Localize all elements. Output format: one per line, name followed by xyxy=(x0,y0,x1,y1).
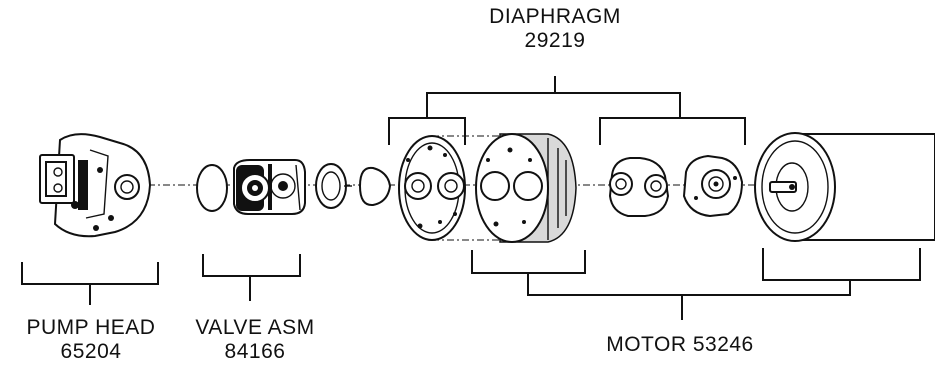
motor-label: MOTOR 53246 xyxy=(570,333,790,357)
valve-assembly-part xyxy=(233,159,306,215)
valve-asm-bracket xyxy=(202,254,301,301)
pump-head-label: PUMP HEAD 65204 xyxy=(0,316,182,364)
motor-end-plate-part xyxy=(682,154,744,218)
diaphragm-name: DIAPHRAGM xyxy=(489,5,621,28)
pump-head-bracket xyxy=(21,262,159,305)
valve-asm-name: VALVE ASM xyxy=(195,316,315,339)
small-diaphragm-disc xyxy=(315,163,352,209)
motor-name: MOTOR 53246 xyxy=(606,333,754,356)
pump-head-part xyxy=(39,133,152,238)
diaphragm-plate-part xyxy=(398,135,466,241)
motor-part xyxy=(754,132,935,242)
valve-asm-number: 84166 xyxy=(224,340,286,363)
valve-asm-label: VALVE ASM 84166 xyxy=(180,316,330,364)
diaphragm-bracket xyxy=(388,76,746,145)
motor-bracket xyxy=(527,248,921,320)
diaphragm-number: 29219 xyxy=(524,29,586,52)
cam-housing-part xyxy=(475,133,577,243)
pump-head-name: PUMP HEAD xyxy=(26,316,156,339)
housing-bracket xyxy=(471,250,586,274)
diaphragm-label: DIAPHRAGM 29219 xyxy=(455,5,655,53)
pump-head-number: 65204 xyxy=(60,340,122,363)
o-ring-part xyxy=(196,164,228,212)
diaphragm-cup xyxy=(358,166,392,207)
cam-bearing-part xyxy=(608,157,670,217)
